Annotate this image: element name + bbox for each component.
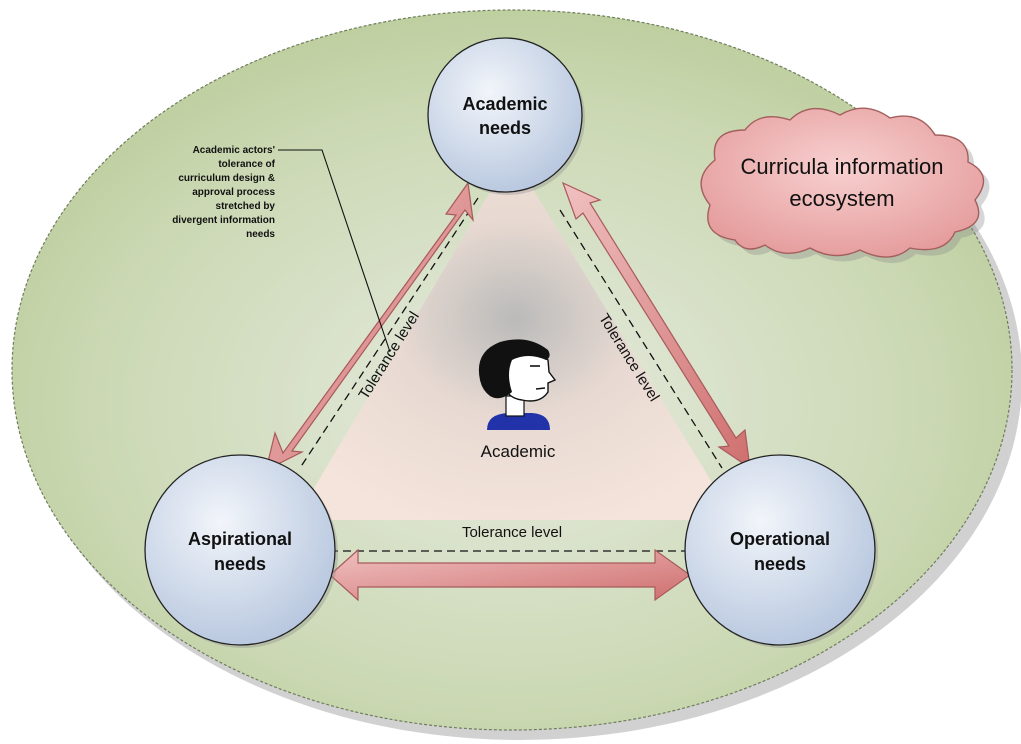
- note-line-5: stretched by: [216, 201, 276, 212]
- node-aspirational-needs: Aspirational needs: [144, 454, 338, 648]
- tolerance-line-right: [559, 209, 723, 469]
- note-callout-line: [278, 149, 391, 353]
- node-operational-line2: needs: [754, 554, 806, 574]
- person-head-icon: [478, 339, 557, 430]
- center-label: Academic: [481, 442, 556, 461]
- note-line-4: approval process: [192, 187, 275, 198]
- tolerance-line-left: [299, 197, 479, 469]
- note-line-7: needs: [246, 229, 275, 240]
- node-academic-line2: needs: [479, 118, 531, 138]
- node-aspirational-line2: needs: [214, 554, 266, 574]
- node-operational-line1: Operational: [730, 529, 830, 549]
- ecosystem-cloud: Curricula information ecosystem: [700, 107, 990, 264]
- node-academic-needs: Academic needs: [427, 37, 585, 195]
- annotation-note: Academic actors' tolerance of curriculum…: [172, 145, 391, 353]
- edge-label-bottom: Tolerance level: [462, 524, 562, 541]
- tolerance-triangle: [295, 155, 735, 520]
- node-academic-line1: Academic: [462, 94, 547, 114]
- cloud-line-1: Curricula information: [741, 154, 944, 179]
- note-line-1: Academic actors': [193, 145, 275, 156]
- note-line-3: curriculum design &: [178, 173, 275, 184]
- cloud-line-2: ecosystem: [789, 186, 894, 211]
- note-line-2: tolerance of: [218, 159, 275, 170]
- note-line-6: divergent information: [172, 215, 275, 226]
- node-aspirational-line1: Aspirational: [188, 529, 292, 549]
- node-operational-needs: Operational needs: [684, 454, 878, 648]
